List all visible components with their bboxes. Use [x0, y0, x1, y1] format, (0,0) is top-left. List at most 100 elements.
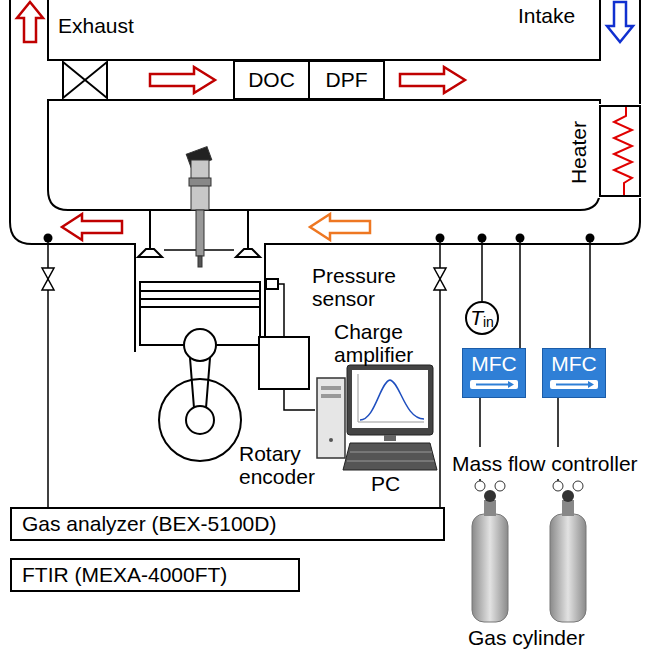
node-label: Charge amplifier: [334, 320, 449, 366]
engine-valve: [149, 211, 151, 249]
duct-wall: [48, 100, 600, 210]
mfc-body: [476, 384, 508, 386]
pc-illustration: [317, 378, 345, 458]
node-text: in: [483, 315, 494, 330]
sampling-point-dot: [436, 234, 445, 243]
node-label: Rotary encoder: [239, 442, 339, 488]
signal-cable: [279, 284, 284, 336]
gas-cylinder-symbol: [484, 500, 496, 516]
node-text: MFC: [551, 352, 597, 375]
node-text: Charge amplifier: [334, 320, 413, 366]
flow-arrow: [310, 214, 370, 240]
duct-wall: [48, 0, 600, 60]
node-text: DOC: [248, 68, 295, 91]
part-label: Exhaust: [58, 14, 134, 37]
part-label-box: Mass flow controller: [452, 452, 638, 475]
part-label: Intake: [518, 4, 575, 27]
sampling-line: [589, 240, 591, 348]
sampling-valve-symbol: [42, 268, 54, 290]
temperature-sensor: Tin: [465, 301, 499, 335]
gas-cylinder-symbol: [472, 481, 586, 622]
part-label: Gas cylinder: [468, 626, 585, 649]
pc-illustration: [317, 365, 437, 470]
piston: [184, 329, 216, 361]
gas-cylinder-symbol: [475, 481, 485, 491]
fuel-injector: [189, 178, 211, 186]
pc-illustration: [347, 452, 434, 461]
engine-valve: [236, 249, 260, 257]
node-label: Heater: [567, 121, 590, 184]
sampling-valve-symbol: [434, 268, 446, 290]
sampling-point-dot: [586, 234, 595, 243]
analyzer-box: FTIR (MEXA-4000FT): [10, 558, 300, 592]
heater-element: [614, 105, 632, 197]
node-label: Pressure sensor: [312, 264, 422, 310]
mfc-body: [542, 348, 606, 398]
charge-amplifier: Charge amplifier: [258, 336, 310, 390]
node-text: MFC: [471, 352, 517, 375]
pc-illustration: [347, 365, 433, 435]
node-text: Gas analyzer (BEX-5100D): [22, 512, 276, 535]
node-text: Rotary encoder: [239, 442, 315, 488]
node-text: T: [470, 306, 483, 329]
engine-valve: [138, 249, 162, 257]
gas-cylinder-symbol: [550, 514, 586, 622]
pc-illustration: [343, 443, 437, 470]
sampling-line: [519, 240, 521, 348]
rotary-encoder: Rotary encoder: [158, 378, 242, 462]
computer: PC: [315, 362, 437, 472]
heater-element: [598, 104, 642, 198]
node-text: FTIR (MEXA-4000FT): [22, 563, 227, 586]
catalyst-box: DOC: [233, 60, 310, 100]
flow-arrow: [607, 2, 633, 42]
gas-cylinder-symbol: [573, 481, 583, 491]
piston: [190, 358, 210, 408]
pc-illustration: [321, 386, 341, 390]
gas-cylinder-symbol: [562, 500, 574, 516]
pc-illustration: [358, 374, 424, 422]
duct-wall: [10, 0, 640, 352]
fuel-injector: [186, 147, 211, 267]
flow-arrow: [62, 214, 122, 240]
piston: [140, 291, 260, 307]
heater-box: Heater: [599, 105, 641, 197]
mass-flow-controller: MFC: [542, 348, 606, 398]
flow-arrow: [17, 2, 633, 240]
flow-arrow: [17, 2, 43, 42]
fuel-injector: [198, 256, 202, 267]
part-label-box: Gas cylinder: [468, 626, 585, 649]
gas-cylinder-symbol: [495, 481, 505, 491]
node-text: Pressure sensor: [312, 264, 396, 310]
sampling-point-dot: [44, 234, 595, 243]
gas-cylinder-symbol: [562, 490, 574, 502]
sampling-point-dot: [478, 234, 487, 243]
piston: [186, 406, 214, 434]
mfc-body: [508, 381, 514, 388]
mfc-body: [556, 384, 588, 386]
gas-cylinder-symbol: [553, 481, 563, 491]
sampling-point-dot: [516, 234, 525, 243]
pc-illustration: [321, 394, 341, 398]
heater-element: [598, 104, 642, 198]
sampling-point-dot: [44, 234, 53, 243]
node-text: PC: [371, 472, 400, 495]
pc-illustration: [329, 438, 333, 442]
egr-valve-symbol: [63, 62, 107, 98]
filter-box: DPF: [308, 60, 385, 100]
signal-cable: [284, 390, 315, 410]
pc-illustration: [352, 370, 428, 428]
gas-cylinder-symbol: [472, 514, 508, 622]
mfc-body: [462, 348, 606, 398]
fuel-injector: [196, 210, 204, 256]
part-label-box: Intake: [518, 4, 575, 27]
node-text: Heater: [567, 121, 590, 184]
mfc-body: [470, 380, 518, 389]
node-text: DPF: [326, 68, 368, 91]
engine-valve: [138, 211, 260, 257]
part-label-box: Exhaust: [58, 14, 134, 37]
flow-arrow: [150, 67, 215, 93]
mfc-body: [462, 348, 526, 398]
mass-flow-controller: MFC: [462, 348, 526, 398]
node-label: PC: [371, 472, 411, 495]
